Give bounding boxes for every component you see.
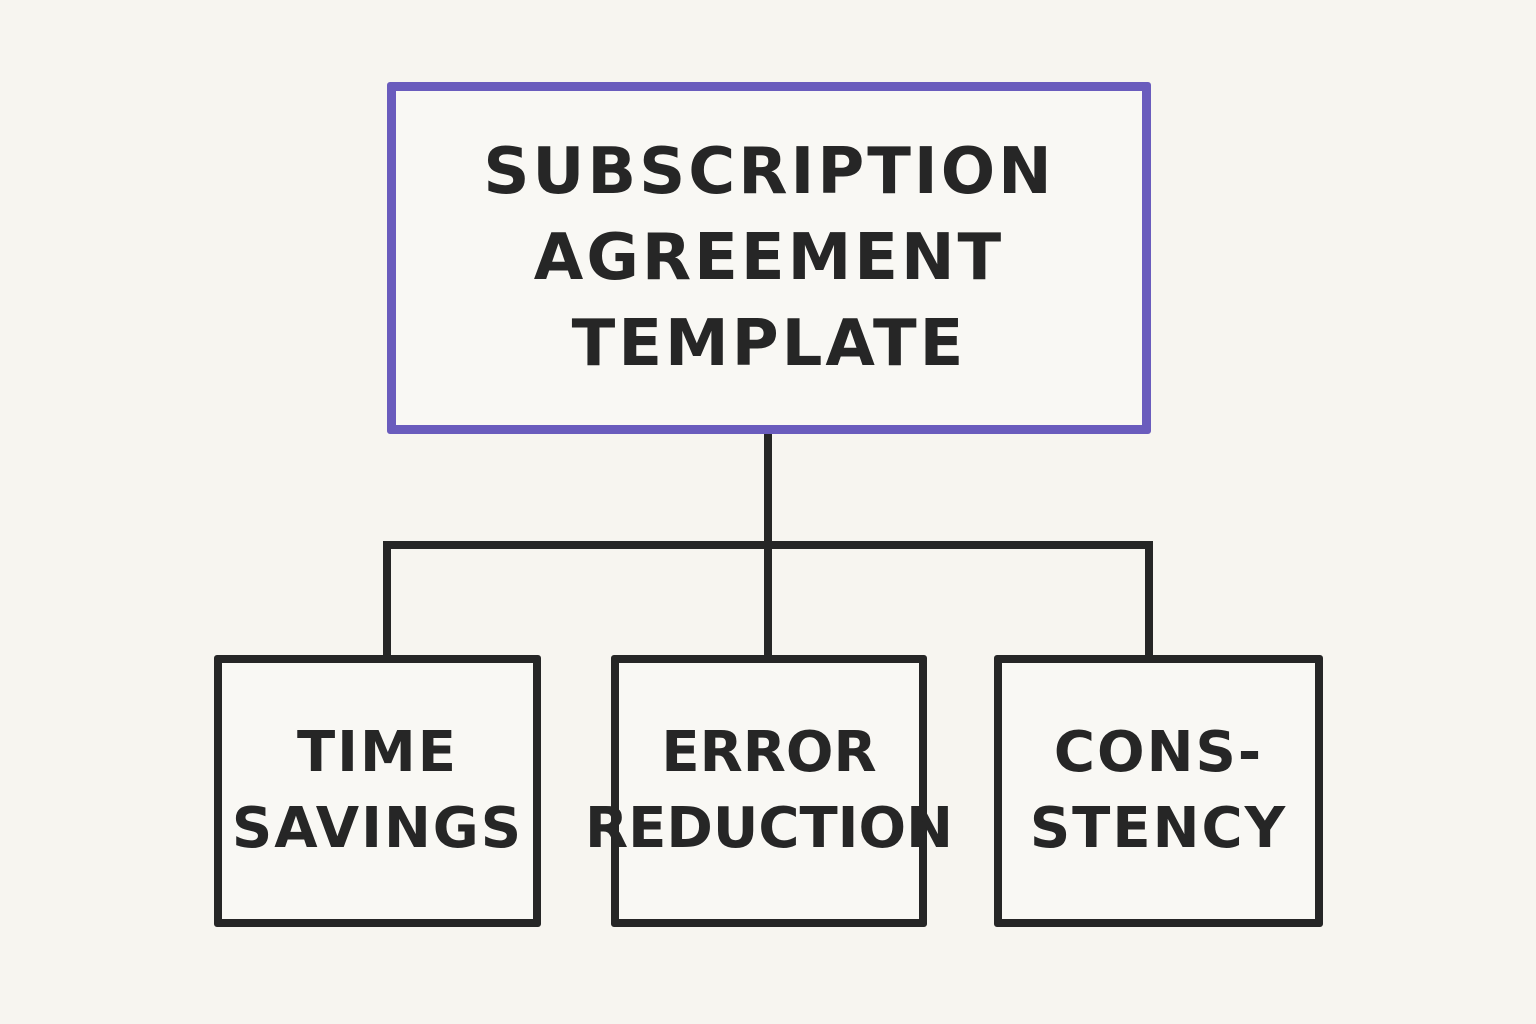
child-node-line-2: REDUCTION	[585, 796, 953, 861]
child-node-label: TIME SAVINGS	[232, 715, 523, 867]
root-node-line-2: AGREEMENT	[533, 221, 1005, 295]
child-node-line-2: SAVINGS	[231, 796, 524, 861]
child-node-error-reduction: ERROR REDUCTION	[585, 655, 953, 927]
root-node-line-1: SUBSCRIPTION	[483, 135, 1055, 209]
root-node-label: SUBSCRIPTION AGREEMENT TEMPLATE	[483, 129, 1054, 387]
root-node-line-3: TEMPLATE	[571, 307, 967, 381]
child-node-line-1: TIME	[296, 720, 458, 785]
child-node-line-2: STENCY	[1029, 796, 1288, 861]
child-node-line-1: CONS-	[1053, 720, 1264, 785]
child-node-time-savings: TIME SAVINGS	[214, 655, 541, 927]
child-node-consistency: CONS- STENCY	[994, 655, 1323, 927]
child-node-label: CONS- STENCY	[1030, 715, 1287, 867]
child-node-label: ERROR REDUCTION	[585, 715, 953, 867]
child-node-line-1: ERROR	[661, 720, 877, 785]
root-node: SUBSCRIPTION AGREEMENT TEMPLATE	[387, 82, 1151, 434]
